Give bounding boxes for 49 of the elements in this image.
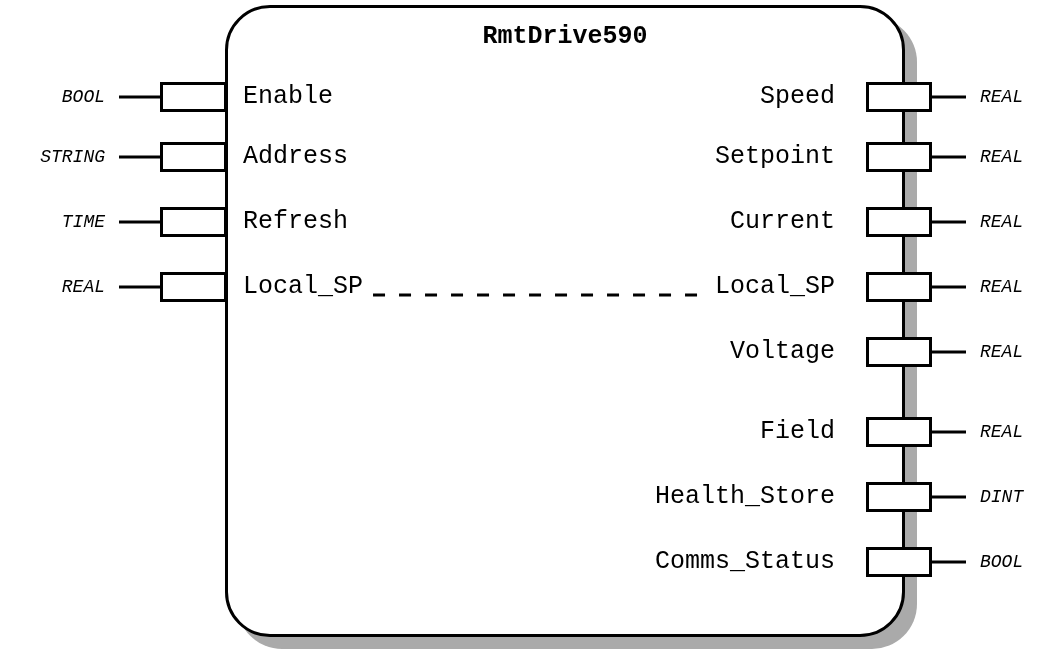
connector-line — [119, 220, 160, 224]
pin-name: Comms_Status — [654, 548, 835, 576]
connector-pin — [160, 82, 227, 112]
connector-line — [932, 430, 966, 434]
data-type-label: BOOL — [980, 551, 1024, 573]
connector-pin — [866, 142, 932, 172]
connector-pin — [160, 207, 227, 237]
connector-pin — [866, 272, 932, 302]
connector-line — [932, 560, 966, 564]
connector-pin — [866, 207, 932, 237]
data-type-label: REAL — [980, 146, 1024, 168]
connector-line — [932, 495, 966, 499]
connector-pin — [866, 482, 932, 512]
pin-name: Local_SP — [243, 273, 364, 301]
data-type-label: REAL — [980, 276, 1024, 298]
connector-line — [119, 155, 160, 159]
pin-name: Field — [760, 418, 835, 446]
pin-name: Setpoint — [714, 143, 835, 171]
pin-name: Current — [729, 208, 835, 236]
pin-name: Refresh — [243, 208, 349, 236]
connector-pin — [866, 82, 932, 112]
connector-line — [932, 155, 966, 159]
pin-name: Local_SP — [714, 273, 835, 301]
connector-pin — [866, 547, 932, 577]
connector-pin — [160, 272, 227, 302]
data-type-label: REAL — [61, 276, 105, 298]
data-type-label: DINT — [980, 486, 1024, 508]
data-type-label: STRING — [40, 146, 105, 168]
connector-line — [932, 95, 966, 99]
connector-pin — [866, 417, 932, 447]
data-type-label: TIME — [61, 211, 105, 233]
connector-line — [932, 350, 966, 354]
connector-line — [932, 220, 966, 224]
connector-pin — [160, 142, 227, 172]
connector-line — [119, 285, 160, 289]
data-type-label: REAL — [980, 421, 1024, 443]
connector-line — [932, 285, 966, 289]
connector-line — [119, 95, 160, 99]
data-type-label: REAL — [980, 211, 1024, 233]
data-type-label: BOOL — [61, 86, 105, 108]
pin-name: Speed — [760, 83, 835, 111]
data-type-label: REAL — [980, 341, 1024, 363]
block-title: RmtDrive590 — [482, 23, 648, 51]
pin-name: Address — [243, 143, 349, 171]
pin-name: Voltage — [729, 338, 835, 366]
pin-name: Enable — [243, 83, 333, 111]
connector-pin — [866, 337, 932, 367]
pin-name: Health_Store — [654, 483, 835, 511]
data-type-label: REAL — [980, 86, 1024, 108]
